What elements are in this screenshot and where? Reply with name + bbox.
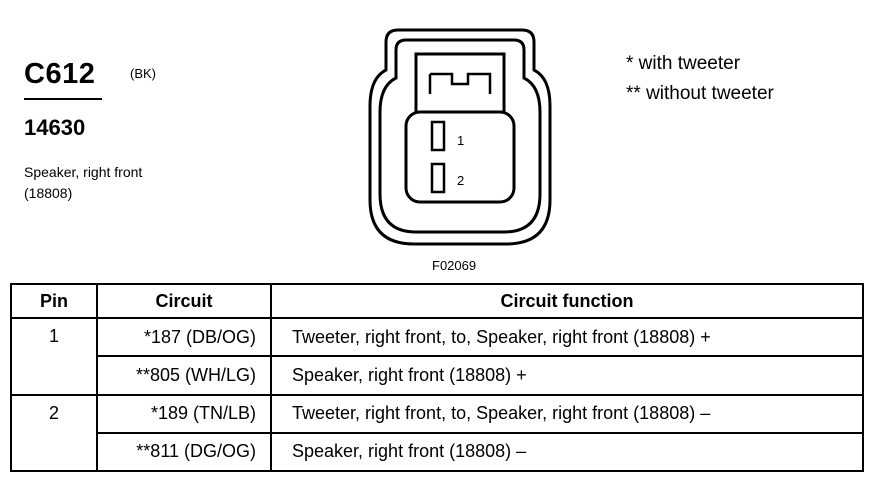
- latch-notch: [428, 72, 492, 94]
- function-cell: Speaker, right front (18808) –: [270, 431, 864, 473]
- header-pin: Pin: [10, 283, 98, 319]
- connector-id: C612: [24, 58, 96, 90]
- connector-color-code: (BK): [130, 66, 156, 81]
- connector-inner-shell: [378, 38, 542, 234]
- note-without-tweeter: ** without tweeter: [626, 83, 774, 104]
- terminal-1: [430, 120, 446, 152]
- table-header-row: Pin Circuit Circuit function: [10, 283, 864, 319]
- description-line-2: (18808): [24, 185, 73, 201]
- connector-description: Speaker, right front (18808): [24, 162, 142, 204]
- function-cell: Tweeter, right front, to, Speaker, right…: [270, 393, 864, 434]
- table-row: **805 (WH/LG) Speaker, right front (1880…: [11, 355, 864, 396]
- connector-id-underline: [24, 98, 102, 100]
- description-line-1: Speaker, right front: [24, 164, 143, 180]
- circuit-cell: *189 (TN/LB): [96, 393, 272, 434]
- pinout-table: Pin Circuit Circuit function 1 *187 (DB/…: [10, 283, 864, 473]
- circuit-cell: **811 (DG/OG): [96, 431, 272, 473]
- function-cell: Tweeter, right front, to, Speaker, right…: [270, 316, 864, 358]
- header-circuit: Circuit: [96, 283, 272, 319]
- connector-face-diagram: 1 2: [368, 28, 552, 246]
- note-with-tweeter: * with tweeter: [626, 53, 741, 74]
- circuit-cell: *187 (DB/OG): [96, 316, 272, 358]
- pin-cell: 1: [10, 317, 98, 396]
- connector-outer-shell: [368, 28, 552, 246]
- figure-id: F02069: [432, 258, 477, 273]
- part-number: 14630: [24, 115, 86, 140]
- circuit-cell: **805 (WH/LG): [96, 355, 272, 396]
- function-cell: Speaker, right front (18808) +: [270, 355, 864, 396]
- pin-label-2: 2: [457, 173, 464, 188]
- table-row: 2 *189 (TN/LB) Tweeter, right front, to,…: [10, 393, 864, 472]
- terminal-cavity-block: [404, 110, 516, 204]
- terminal-2: [430, 162, 446, 194]
- pin-cell: 2: [10, 393, 98, 472]
- table-row: **811 (DG/OG) Speaker, right front (1880…: [11, 431, 864, 473]
- header-circuit-function: Circuit function: [270, 283, 864, 319]
- pin-label-1: 1: [457, 133, 464, 148]
- table-row: 1 *187 (DB/OG) Tweeter, right front, to,…: [10, 316, 864, 396]
